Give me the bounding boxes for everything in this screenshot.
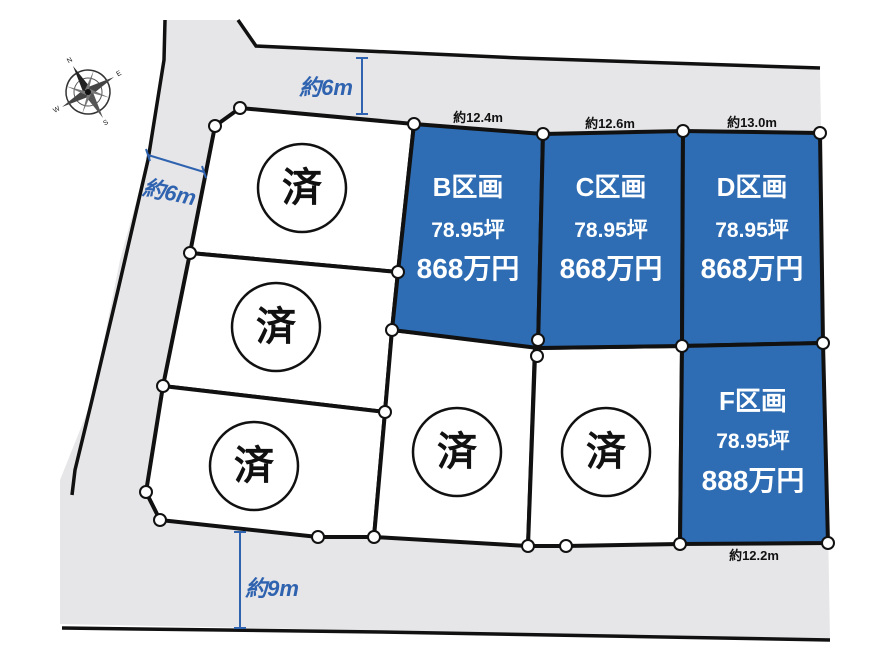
lot-label-C: C区画 78.95坪 868万円 [560,172,663,284]
boundary-marker [521,539,535,553]
lot-label-F: F区画 78.95坪 888万円 [702,386,805,496]
sold-mark-text: 済 [282,165,323,211]
compass-letter-n: N [66,57,74,66]
lot-price: 888万円 [702,465,805,496]
road-width-south: 約9m [234,531,299,629]
boundary-marker [530,349,544,363]
boundary-marker [816,336,830,350]
lot-name: C区画 [576,172,647,202]
sold-mark-G: 済 [560,406,652,498]
boundary-marker [208,119,222,133]
sold-mark-A1: 済 [256,142,348,234]
compass-letter-s: S [102,119,110,128]
boundary-marker [407,117,421,131]
road-edge-north [70,19,167,496]
compass-letter-w: W [52,105,62,115]
boundary-marker [676,124,690,138]
road-width-label: 約9m [245,576,299,601]
lot-area: 78.95坪 [716,430,790,453]
lot-name: B区画 [433,172,504,202]
boundary-marker [367,530,381,544]
frontage-label-d: 約13.0m [727,115,777,130]
road-edge-bottom [61,626,831,642]
boundary-marker [153,513,167,527]
compass-rose-icon: N E S W [52,57,123,128]
lot-name: F区画 [719,386,787,416]
sold-mark-E: 済 [411,406,503,498]
lot-price: 868万円 [701,253,804,284]
sold-mark-A3: 済 [208,420,300,512]
boundary-marker [821,536,835,550]
boundary-marker [156,379,170,393]
sold-mark-text: 済 [256,304,297,350]
lot-area: 78.95坪 [574,219,648,242]
lot-price: 868万円 [417,253,520,284]
boundary-marker [675,339,689,353]
sold-mark-text: 済 [234,443,275,489]
boundary-markers [139,101,835,553]
sold-mark-text: 済 [437,429,478,475]
boundary-marker [673,537,687,551]
sold-mark-A2: 済 [230,281,322,373]
lot-label-B: B区画 78.95坪 868万円 [417,172,520,284]
boundary-marker [183,246,197,260]
frontage-label-b: 約12.4m [453,110,503,125]
sold-mark-text: 済 [586,429,627,475]
boundary-marker [378,405,392,419]
road-edge-south [0,640,830,645]
lot-name: D区画 [717,172,788,202]
compass-letter-e: E [115,70,123,79]
boundary-marker [385,323,399,337]
road-width-north: 約6m [299,57,368,115]
lot-area: 78.95坪 [715,219,789,242]
lot-label-D: D区画 78.95坪 868万円 [701,172,804,284]
boundary-marker [536,127,550,141]
boundary-marker [391,265,405,279]
lot-price: 868万円 [560,253,663,284]
lot-B[interactable] [389,121,546,351]
frontage-label-f: 約12.2m [729,548,779,563]
road-edge-north-top [236,19,821,70]
boundary-marker [559,539,573,553]
road-width-label: 約6m [299,75,353,100]
boundary-marker [813,126,827,140]
boundary-marker [139,485,153,499]
frontage-label-c: 約12.6m [585,116,635,131]
boundary-marker [531,333,545,347]
boundary-marker [311,530,325,544]
boundary-marker [233,101,247,115]
lot-area: 78.95坪 [431,219,505,242]
